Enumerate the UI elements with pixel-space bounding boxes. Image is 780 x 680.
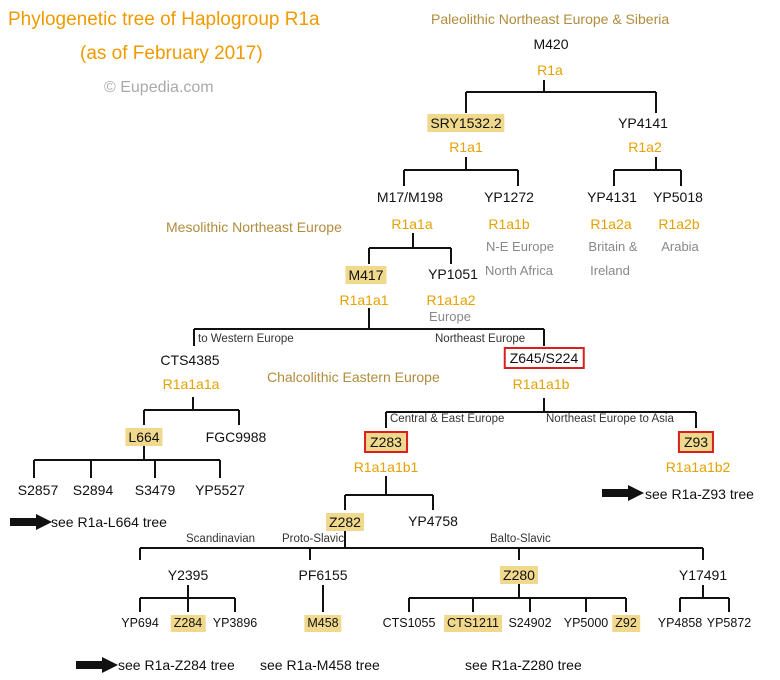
node-z92[interactable]: Z92 bbox=[612, 615, 640, 632]
node-z284[interactable]: Z284 bbox=[170, 615, 206, 632]
node-yp1272[interactable]: YP1272 bbox=[484, 189, 534, 205]
node-cts1055[interactable]: CTS1055 bbox=[382, 616, 436, 630]
edge-r1a2 bbox=[613, 157, 682, 186]
node-y2395[interactable]: Y2395 bbox=[167, 567, 209, 583]
branch-scandinavian: Scandinavian bbox=[186, 533, 256, 545]
node-yp4131[interactable]: YP4131 bbox=[587, 189, 637, 205]
node-pf6155[interactable]: PF6155 bbox=[298, 567, 348, 583]
node-m458[interactable]: M458 bbox=[304, 615, 342, 632]
note-ne-europe: N-E Europe bbox=[486, 239, 554, 254]
node-m417[interactable]: M417 bbox=[345, 266, 387, 284]
hg-r1a1a1b2: R1a1a1b2 bbox=[665, 459, 731, 475]
hg-r1a2: R1a2 bbox=[628, 139, 662, 155]
link-z280-tree[interactable]: see R1a-Z280 tree bbox=[465, 657, 582, 673]
node-yp5018[interactable]: YP5018 bbox=[653, 189, 703, 205]
link-l664-tree[interactable]: see R1a-L664 tree bbox=[51, 514, 167, 530]
arrow-right-icon bbox=[10, 514, 52, 530]
node-z280[interactable]: Z280 bbox=[500, 566, 538, 584]
hg-r1a1a1a: R1a1a1a bbox=[162, 376, 220, 392]
node-yp4141[interactable]: YP4141 bbox=[618, 115, 668, 131]
edge-r1a1a1b1 bbox=[344, 476, 434, 510]
link-m458-tree[interactable]: see R1a-M458 tree bbox=[260, 657, 380, 673]
branch-central-east-europe: Central & East Europe bbox=[390, 413, 505, 425]
node-s2894[interactable]: S2894 bbox=[72, 482, 114, 498]
arrow-right-icon bbox=[76, 657, 118, 673]
hg-r1a1: R1a1 bbox=[449, 139, 483, 155]
node-cts1211[interactable]: CTS1211 bbox=[444, 615, 502, 632]
edge-y2395 bbox=[139, 585, 236, 612]
note-europe: Europe bbox=[429, 309, 471, 324]
arrow-right-icon bbox=[602, 485, 644, 501]
copyright: © Eupedia.com bbox=[104, 79, 214, 96]
node-m420[interactable]: M420 bbox=[533, 36, 569, 52]
node-z282[interactable]: Z282 bbox=[326, 513, 364, 531]
node-m17[interactable]: M17/M198 bbox=[376, 189, 444, 205]
edge-r1a1a1 bbox=[193, 308, 545, 346]
hg-r1a1b: R1a1b bbox=[488, 216, 530, 232]
node-yp5000[interactable]: YP5000 bbox=[563, 616, 609, 630]
node-fgc9988[interactable]: FGC9988 bbox=[205, 429, 267, 445]
era-chalcolithic: Chalcolithic Eastern Europe bbox=[267, 369, 440, 385]
era-mesolithic: Mesolithic Northeast Europe bbox=[166, 219, 342, 235]
node-yp694[interactable]: YP694 bbox=[121, 616, 159, 630]
edge-l664 bbox=[33, 446, 221, 478]
hg-r1a: R1a bbox=[537, 62, 563, 78]
edge-r1a1a1b bbox=[385, 398, 697, 428]
node-yp1051[interactable]: YP1051 bbox=[428, 266, 478, 282]
node-z283[interactable]: Z283 bbox=[364, 431, 408, 453]
note-north-africa: North Africa bbox=[485, 263, 553, 278]
edge-r1a1a bbox=[368, 233, 452, 264]
node-s24902[interactable]: S24902 bbox=[508, 616, 552, 630]
note-ireland: Ireland bbox=[590, 263, 630, 278]
edge-z282 bbox=[139, 530, 704, 560]
branch-northeast-europe: Northeast Europe bbox=[435, 333, 526, 345]
hg-r1a1a1: R1a1a1 bbox=[339, 292, 389, 308]
node-s3479[interactable]: S3479 bbox=[134, 482, 176, 498]
era-paleolithic: Paleolithic Northeast Europe & Siberia bbox=[431, 11, 670, 27]
edge-y17491 bbox=[679, 585, 730, 612]
hg-r1a1a2: R1a1a2 bbox=[426, 292, 476, 308]
edge-z280 bbox=[408, 584, 627, 612]
hg-r1a2a: R1a2a bbox=[590, 216, 632, 232]
link-z93-tree[interactable]: see R1a-Z93 tree bbox=[645, 486, 754, 502]
node-z93[interactable]: Z93 bbox=[677, 431, 715, 453]
hg-r1a1a: R1a1a bbox=[391, 216, 433, 232]
node-s2857[interactable]: S2857 bbox=[17, 482, 59, 498]
edge-r1a1a1a bbox=[143, 397, 240, 425]
node-yp5527[interactable]: YP5527 bbox=[195, 482, 245, 498]
hg-r1a1a1b: R1a1a1b bbox=[512, 376, 570, 392]
branch-proto-slavic: Proto-Slavic bbox=[282, 533, 344, 545]
node-yp4858[interactable]: YP4858 bbox=[657, 616, 703, 630]
node-yp3896[interactable]: YP3896 bbox=[212, 616, 258, 630]
node-y17491[interactable]: Y17491 bbox=[678, 567, 728, 583]
branch-northeast-europe-asia: Northeast Europe to Asia bbox=[546, 413, 674, 425]
title-line-2: (as of February 2017) bbox=[80, 43, 263, 64]
node-cts4385[interactable]: CTS4385 bbox=[160, 352, 220, 368]
edge-r1a bbox=[465, 80, 657, 113]
title-line-1: Phylogenetic tree of Haplogroup R1a bbox=[8, 9, 320, 30]
edge-r1a1 bbox=[403, 157, 519, 186]
node-yp5872[interactable]: YP5872 bbox=[706, 616, 752, 630]
node-sry1532[interactable]: SRY1532.2 bbox=[427, 114, 505, 132]
link-z284-tree[interactable]: see R1a-Z284 tree bbox=[118, 657, 235, 673]
hg-r1a1a1b1: R1a1a1b1 bbox=[353, 459, 419, 475]
note-britain: Britain & bbox=[588, 239, 638, 254]
node-yp4758[interactable]: YP4758 bbox=[408, 513, 458, 529]
note-arabia: Arabia bbox=[661, 239, 699, 254]
node-l664[interactable]: L664 bbox=[125, 428, 163, 446]
hg-r1a2b: R1a2b bbox=[658, 216, 700, 232]
branch-balto-slavic: Balto-Slavic bbox=[490, 533, 551, 545]
branch-to-western-europe: to Western Europe bbox=[198, 333, 294, 345]
node-z645[interactable]: Z645/S224 bbox=[503, 347, 585, 369]
